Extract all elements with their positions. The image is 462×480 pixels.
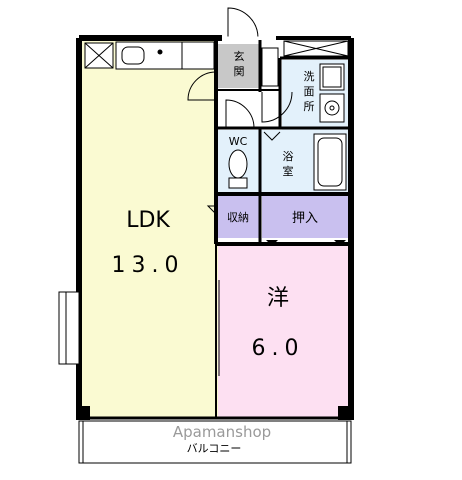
washroom-label-3: 所 bbox=[304, 100, 315, 113]
closet-doors bbox=[266, 240, 346, 246]
western-room-label: 洋 bbox=[267, 286, 289, 311]
ldk-label: LDK bbox=[126, 208, 170, 233]
toilet-label: WC bbox=[229, 135, 248, 148]
bath-label-2: 室 bbox=[283, 164, 294, 178]
storage-room bbox=[218, 196, 260, 238]
toilet-fixture bbox=[228, 149, 248, 189]
entrance-door bbox=[222, 7, 276, 40]
entrance-label-1: 玄 bbox=[234, 49, 245, 63]
washing-machine bbox=[319, 63, 345, 91]
interior-doors bbox=[187, 71, 293, 216]
bath-label-1: 浴 bbox=[283, 150, 294, 163]
balcony-label: バルコニー bbox=[187, 442, 242, 455]
ldk-size: 13.0 bbox=[112, 253, 185, 278]
entrance-label-2: 関 bbox=[234, 65, 245, 78]
upper-closet bbox=[283, 40, 349, 57]
ventilation-box bbox=[84, 42, 114, 69]
shoe-cabinet bbox=[261, 47, 279, 87]
storage-label: 収納 bbox=[227, 211, 249, 224]
western-room bbox=[218, 246, 348, 417]
ldk-room bbox=[82, 40, 218, 417]
closet-label: 押入 bbox=[292, 211, 318, 226]
walls bbox=[76, 35, 354, 420]
western-room-size: 6.0 bbox=[252, 336, 305, 361]
wall-block bbox=[338, 406, 352, 420]
watermark: Apamanshop bbox=[173, 423, 271, 441]
bath-door bbox=[263, 131, 281, 141]
bathtub bbox=[313, 133, 347, 191]
washroom-label-2: 面 bbox=[304, 85, 315, 98]
washroom-label-1: 洗 bbox=[304, 70, 315, 83]
wash-basin bbox=[319, 93, 345, 123]
balcony bbox=[78, 420, 352, 464]
ldk-window bbox=[58, 291, 80, 365]
wall-block bbox=[78, 406, 90, 420]
kitchen-counter bbox=[115, 41, 215, 70]
closet-room bbox=[262, 196, 348, 238]
entrance-area bbox=[218, 44, 260, 88]
